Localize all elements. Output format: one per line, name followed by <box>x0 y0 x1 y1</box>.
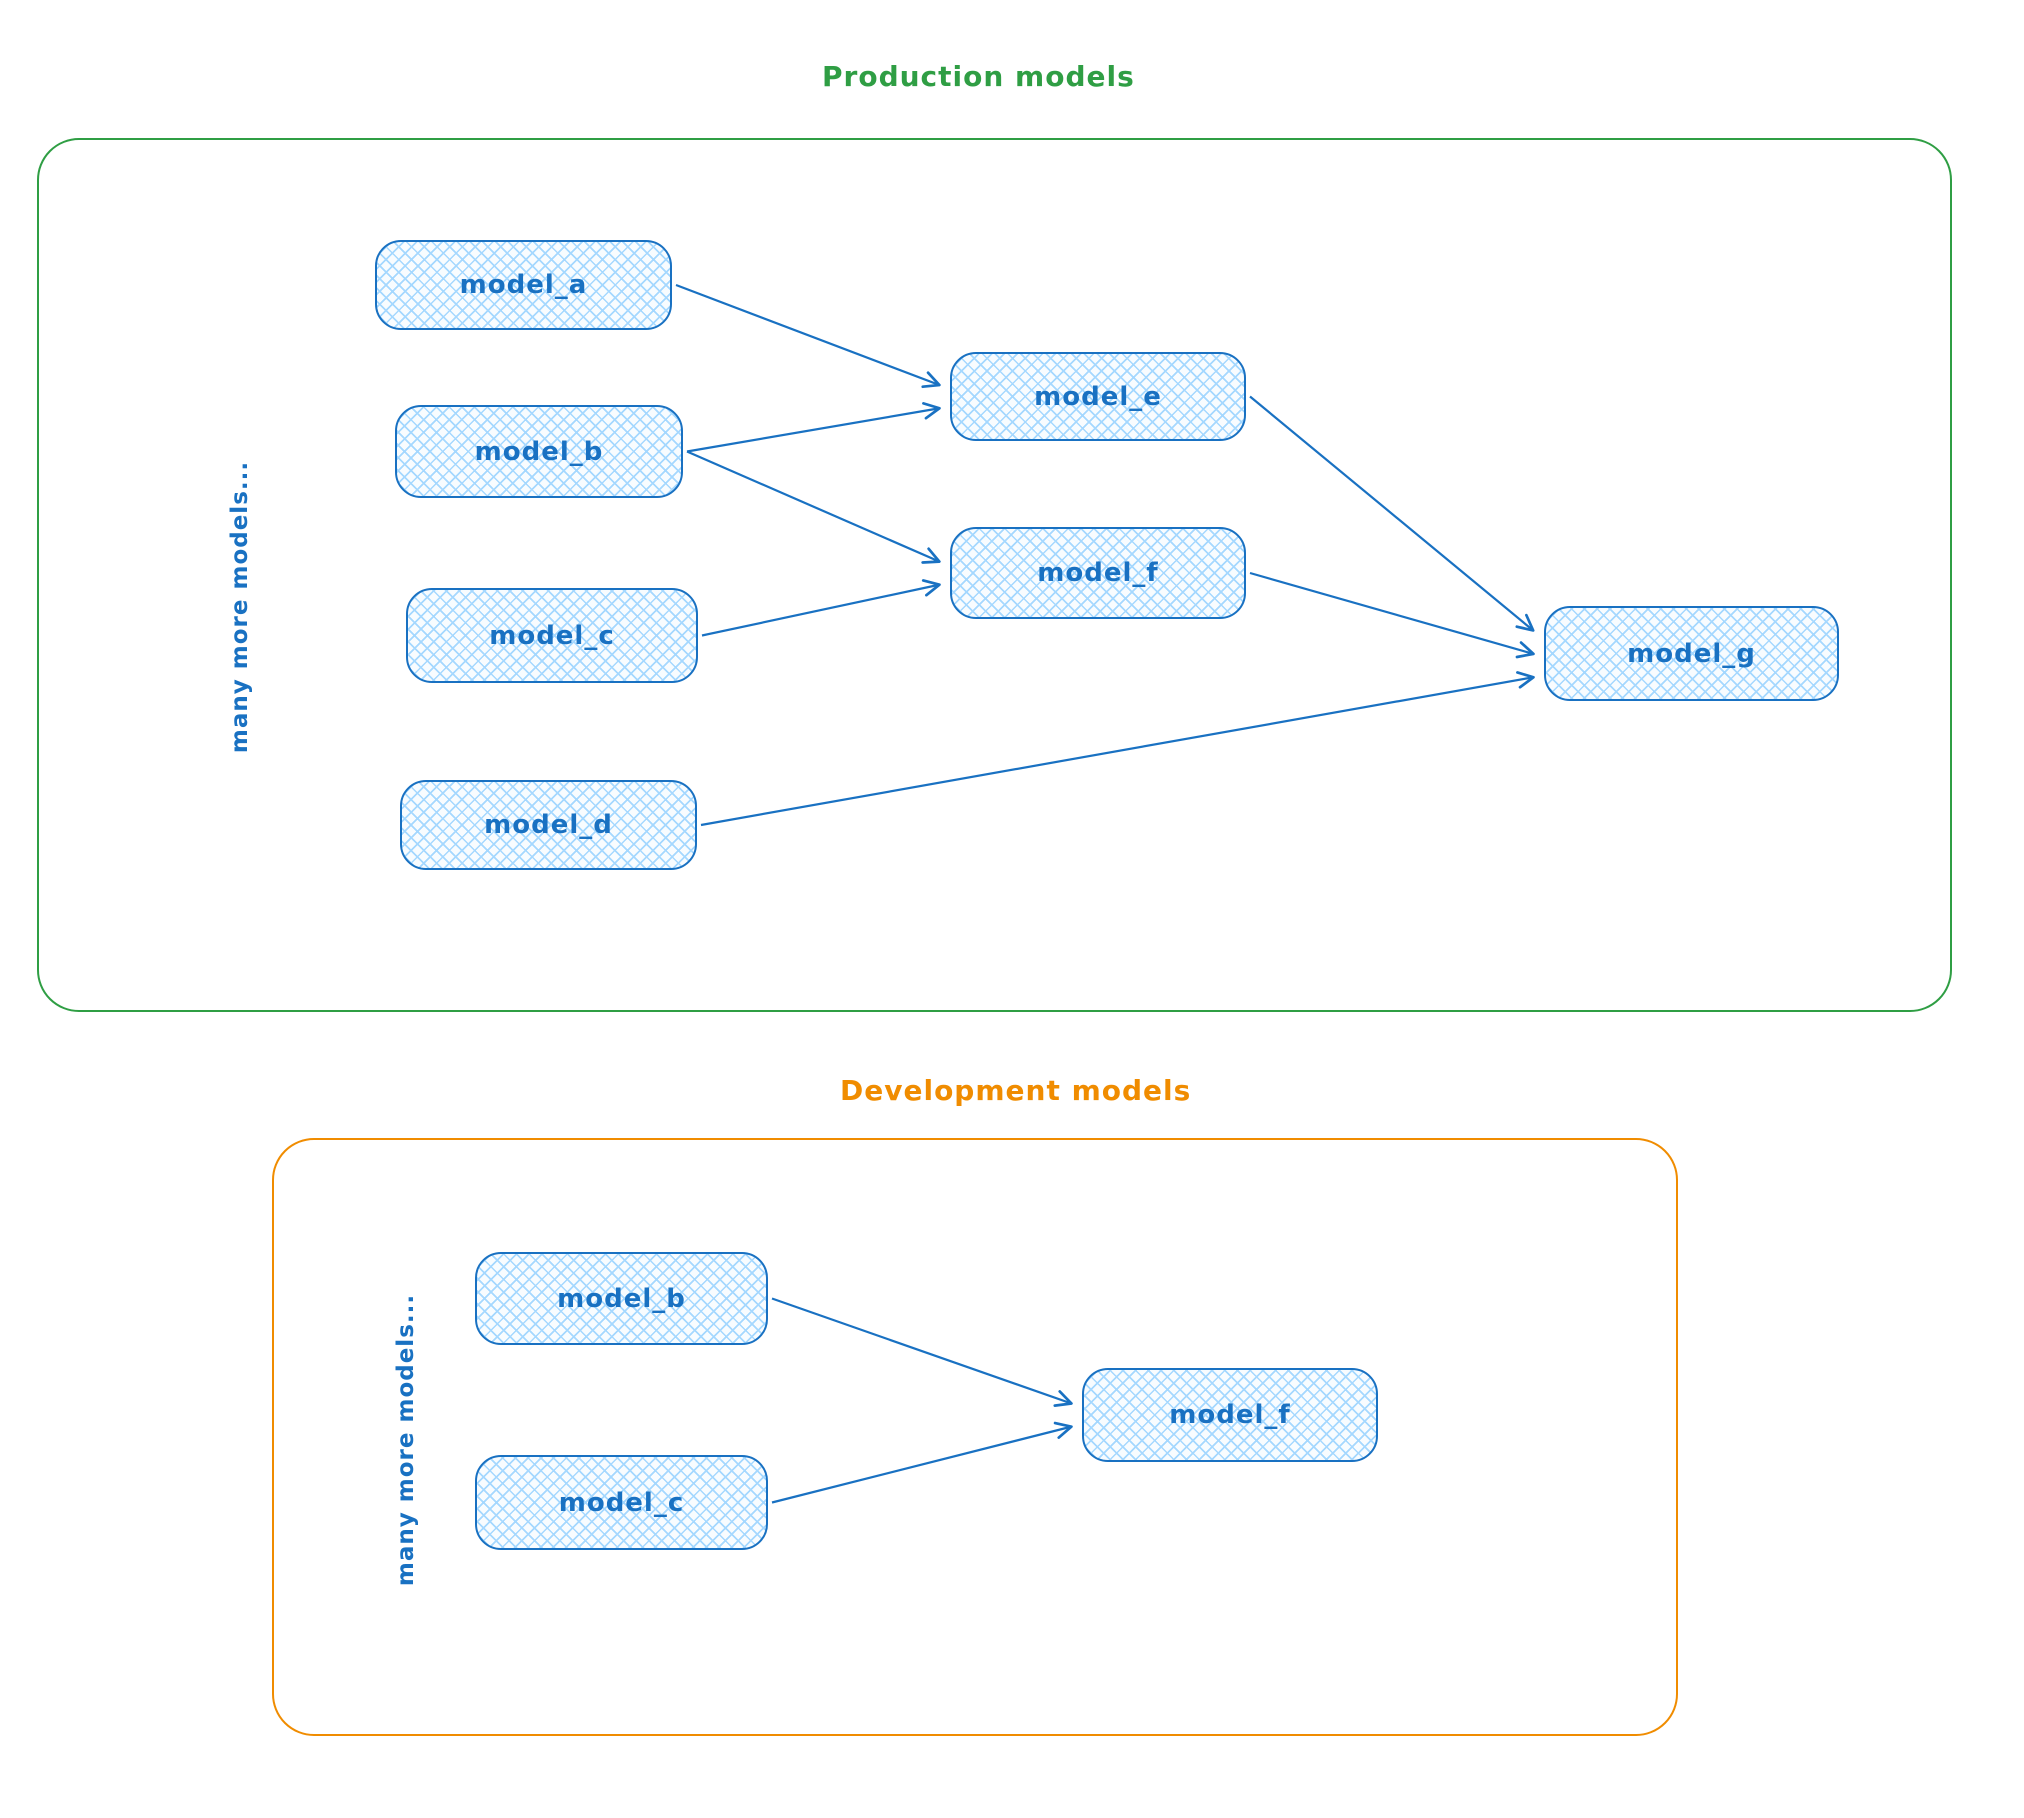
node-label: model_f <box>1169 1400 1291 1430</box>
node-dev-model-f: model_f <box>1082 1368 1378 1462</box>
node-label: model_b <box>557 1283 686 1314</box>
node-label: model_c <box>489 620 615 651</box>
node-model-b: model_b <box>395 405 683 498</box>
development-side-label: many more models... <box>393 1293 419 1587</box>
node-model-e: model_e <box>950 352 1246 441</box>
node-dev-model-b: model_b <box>475 1252 768 1345</box>
production-side-label: many more models... <box>227 460 253 754</box>
node-model-d: model_d <box>400 780 697 870</box>
node-model-c: model_c <box>406 588 698 683</box>
node-label: model_g <box>1627 638 1756 669</box>
node-model-f: model_f <box>950 527 1246 619</box>
development-title: Development models <box>840 1074 1192 1107</box>
development-frame <box>272 1138 1678 1736</box>
node-dev-model-c: model_c <box>475 1455 768 1550</box>
node-label: model_c <box>558 1487 685 1518</box>
node-label: model_f <box>1037 558 1159 588</box>
node-label: model_b <box>474 436 604 467</box>
production-title: Production models <box>822 60 1135 93</box>
node-label: model_d <box>484 810 613 840</box>
production-frame <box>37 138 1952 1012</box>
node-model-g: model_g <box>1544 606 1839 701</box>
node-model-a: model_a <box>375 240 672 330</box>
node-label: model_a <box>459 270 588 300</box>
node-label: model_e <box>1034 381 1162 412</box>
